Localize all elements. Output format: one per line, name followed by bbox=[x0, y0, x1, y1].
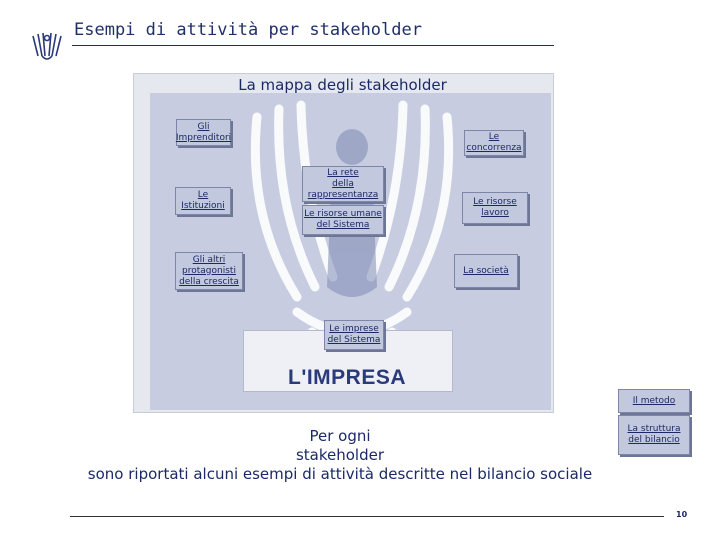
button-label: La struttura bbox=[627, 424, 681, 434]
button-label: rappresentanza bbox=[307, 189, 379, 200]
metodo-button[interactable]: Il metodo bbox=[618, 389, 690, 413]
stakeholder-risorse-lavoro-button[interactable]: Le risorse lavoro bbox=[462, 192, 528, 224]
stakeholder-imprese-sistema-button[interactable]: Le imprese del Sistema bbox=[324, 320, 384, 350]
map-title: La mappa degli stakeholder bbox=[238, 76, 447, 94]
title-divider bbox=[72, 45, 554, 46]
caption-line: Per ogni bbox=[309, 427, 371, 445]
button-label: Le risorse bbox=[473, 197, 517, 207]
button-label: Gli bbox=[197, 121, 210, 132]
button-label: Gli altri bbox=[192, 254, 226, 265]
struttura-bilancio-button[interactable]: La struttura del bilancio bbox=[618, 415, 690, 455]
page-title: Esempi di attività per stakeholder bbox=[74, 20, 422, 40]
button-label: Le imprese bbox=[329, 324, 379, 334]
button-label: Il metodo bbox=[632, 395, 676, 406]
stakeholder-societa-button[interactable]: La società bbox=[454, 254, 518, 288]
button-label: Imprenditori bbox=[175, 132, 232, 143]
button-label: lavoro bbox=[481, 208, 509, 218]
caption-line: stakeholder bbox=[295, 446, 385, 464]
caption-line: sono riportati alcuni esempi di attività… bbox=[87, 465, 593, 483]
button-label: Le risorse umane bbox=[304, 209, 382, 219]
button-label: della bbox=[332, 178, 354, 189]
button-label: concorrenza bbox=[466, 143, 522, 153]
button-label: Istituzioni bbox=[181, 201, 225, 211]
page-number: 10 bbox=[676, 510, 688, 519]
stakeholder-risorse-umane-button[interactable]: Le risorse umane del Sistema bbox=[302, 205, 384, 235]
stakeholder-imprenditori-button[interactable]: Gli Imprenditori bbox=[176, 119, 231, 146]
impresa-logo: L'IMPRESA bbox=[288, 366, 407, 389]
button-label: del Sistema bbox=[316, 220, 370, 230]
footer-divider bbox=[70, 516, 664, 517]
button-label: del bilancio bbox=[628, 435, 680, 445]
caption-text: Per ogni stakeholder sono riportati alcu… bbox=[0, 427, 680, 484]
stakeholder-rete-rappresentanza-button[interactable]: La rete della rappresentanza bbox=[302, 166, 384, 202]
button-label: del Sistema bbox=[327, 335, 381, 345]
button-label: protagonisti bbox=[182, 265, 236, 276]
stakeholder-concorrenza-button[interactable]: Le concorrenza bbox=[464, 130, 524, 156]
stakeholder-altri-protagonisti-button[interactable]: Gli altri protagonisti della crescita bbox=[175, 252, 243, 290]
button-label: Le bbox=[488, 132, 500, 142]
button-label: La rete bbox=[327, 167, 359, 178]
stakeholder-istituzioni-button[interactable]: Le Istituzioni bbox=[175, 187, 231, 215]
button-label: La società bbox=[463, 265, 509, 276]
button-label: Le bbox=[197, 190, 209, 200]
button-label: della crescita bbox=[179, 276, 239, 287]
confindustria-eagle-logo-icon bbox=[32, 32, 62, 60]
